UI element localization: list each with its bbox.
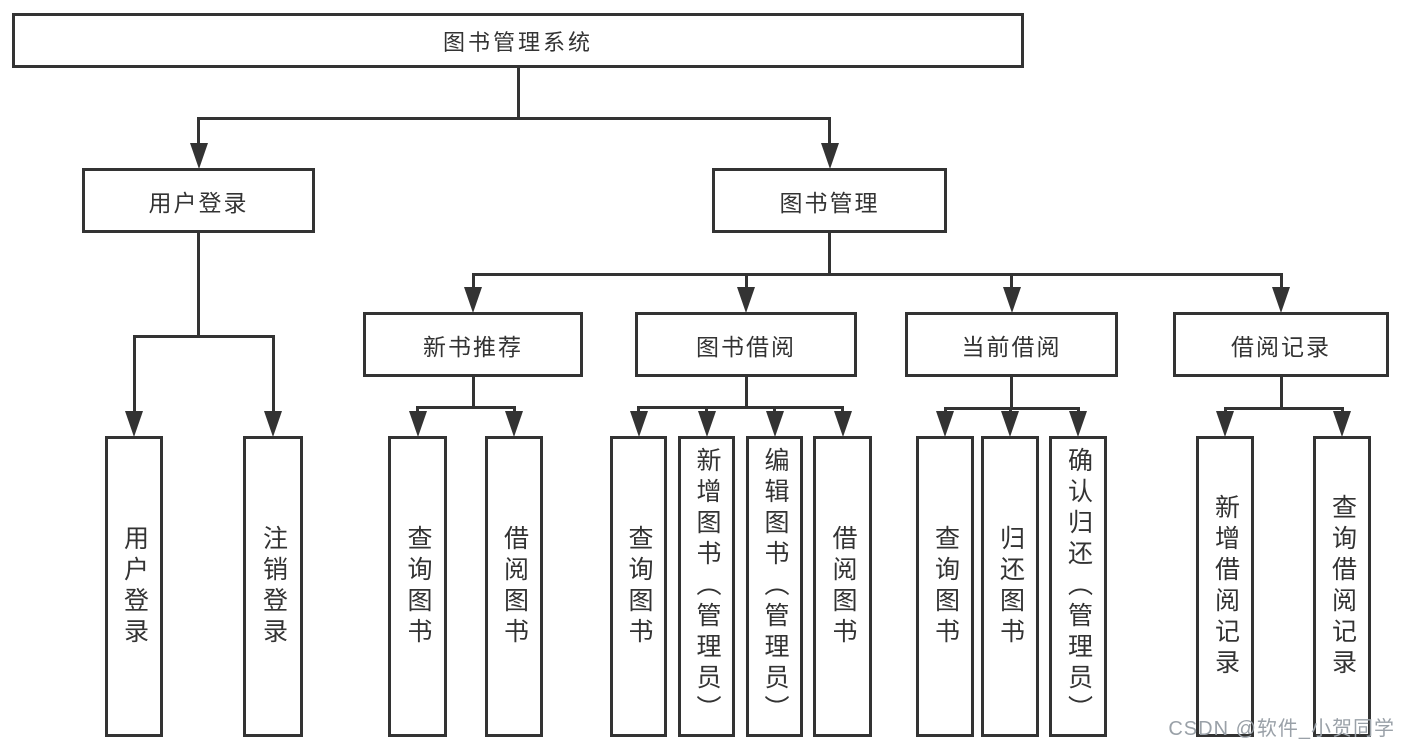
node-label-borrowing-records: 借阅记录 bbox=[1231, 333, 1331, 360]
arrow-stem bbox=[943, 407, 947, 414]
connector-rail bbox=[1223, 407, 1344, 410]
node-label-leaf-query-books-1: 查询图书 bbox=[404, 524, 432, 649]
node-leaf-user-login: 用户登录 bbox=[105, 436, 163, 737]
node-label-leaf-borrow-books-1: 借阅图书 bbox=[500, 524, 529, 649]
arrow-stem bbox=[773, 406, 776, 414]
arrow-stem bbox=[1340, 407, 1344, 414]
arrow-stem bbox=[197, 117, 200, 146]
node-leaf-return-book: 归还图书 bbox=[981, 436, 1039, 737]
node-current-borrowing: 当前借阅 bbox=[905, 312, 1118, 377]
node-borrowing-records: 借阅记录 bbox=[1173, 312, 1389, 377]
connector-rail bbox=[197, 117, 831, 120]
node-leaf-borrow-books-2: 借阅图书 bbox=[813, 436, 872, 737]
arrow-down-icon bbox=[1002, 287, 1021, 313]
node-label-leaf-add-book-admin: 新增图书（管理员） bbox=[693, 447, 721, 726]
arrow-stem bbox=[744, 273, 748, 290]
connector-rail bbox=[471, 273, 1283, 276]
arrow-down-icon bbox=[765, 411, 784, 437]
node-label-leaf-logout: 注销登录 bbox=[259, 524, 288, 649]
node-label-leaf-user-login: 用户登录 bbox=[120, 524, 149, 649]
connector-rail bbox=[132, 335, 275, 338]
connector-rail bbox=[637, 406, 844, 409]
arrow-down-icon bbox=[936, 411, 954, 437]
node-leaf-query-books-1: 查询图书 bbox=[388, 436, 447, 737]
arrow-down-icon bbox=[1333, 411, 1351, 437]
arrow-stem bbox=[512, 406, 516, 414]
node-label-user-login-group: 用户登录 bbox=[148, 189, 249, 216]
node-label-leaf-borrow-books-2: 借阅图书 bbox=[829, 524, 857, 649]
node-label-leaf-edit-book-admin: 编辑图书（管理员） bbox=[761, 447, 789, 726]
node-label-leaf-add-borrow-record: 新增借阅记录 bbox=[1211, 493, 1240, 680]
arrow-stem bbox=[271, 335, 275, 414]
connector-stem bbox=[1010, 377, 1013, 410]
node-leaf-query-books-3: 查询图书 bbox=[916, 436, 974, 737]
arrow-stem bbox=[841, 406, 844, 414]
connector-stem bbox=[471, 377, 475, 409]
node-label-leaf-query-borrow-record: 查询借阅记录 bbox=[1328, 493, 1357, 680]
node-leaf-add-book-admin: 新增图书（管理员） bbox=[678, 436, 735, 737]
node-label-leaf-return-book: 归还图书 bbox=[996, 524, 1025, 649]
arrow-down-icon bbox=[125, 411, 143, 437]
node-book-borrowing: 图书借阅 bbox=[635, 312, 857, 377]
node-label-book-management: 图书管理 bbox=[779, 189, 880, 216]
arrow-down-icon bbox=[737, 287, 755, 313]
node-label-new-book-recommend: 新书推荐 bbox=[423, 333, 523, 360]
connector-stem bbox=[828, 233, 831, 276]
node-label-current-borrowing: 当前借阅 bbox=[961, 333, 1062, 360]
arrow-down-icon bbox=[1001, 411, 1019, 437]
arrow-stem bbox=[471, 273, 475, 290]
arrow-down-icon bbox=[189, 143, 208, 169]
node-label-leaf-query-books-2: 查询图书 bbox=[625, 524, 653, 649]
arrow-down-icon bbox=[264, 411, 282, 437]
node-user-login-group: 用户登录 bbox=[82, 168, 315, 233]
arrow-stem bbox=[1279, 273, 1283, 290]
arrow-stem bbox=[132, 335, 136, 414]
arrow-down-icon bbox=[408, 411, 427, 437]
csdn-watermark: CSDN @软件_小贺同学 bbox=[1168, 718, 1395, 740]
connector-stem bbox=[1279, 377, 1283, 410]
arrow-stem bbox=[416, 406, 419, 414]
arrow-down-icon bbox=[820, 143, 839, 169]
arrow-stem bbox=[1010, 273, 1013, 290]
node-leaf-logout: 注销登录 bbox=[243, 436, 303, 737]
node-leaf-query-borrow-record: 查询借阅记录 bbox=[1313, 436, 1371, 737]
arrow-down-icon bbox=[1216, 411, 1234, 437]
arrow-stem bbox=[705, 406, 708, 414]
arrow-stem bbox=[1223, 407, 1227, 414]
connector-stem bbox=[197, 233, 200, 338]
arrow-down-icon bbox=[505, 411, 523, 437]
node-label-book-borrowing: 图书借阅 bbox=[696, 333, 796, 360]
node-leaf-borrow-books-1: 借阅图书 bbox=[485, 436, 543, 737]
node-book-management: 图书管理 bbox=[712, 168, 947, 233]
arrow-stem bbox=[1076, 407, 1080, 414]
connector-rail bbox=[416, 406, 516, 409]
node-root: 图书管理系统 bbox=[12, 13, 1024, 68]
node-label-leaf-confirm-return: 确认归还（管理员） bbox=[1064, 447, 1093, 726]
arrow-down-icon bbox=[833, 411, 852, 437]
node-label-leaf-query-books-3: 查询图书 bbox=[931, 524, 960, 649]
node-leaf-confirm-return: 确认归还（管理员） bbox=[1049, 436, 1107, 737]
arrow-down-icon bbox=[1069, 411, 1087, 437]
arrow-stem bbox=[828, 117, 831, 146]
arrow-down-icon bbox=[1272, 287, 1290, 313]
node-label-root: 图书管理系统 bbox=[442, 29, 593, 55]
arrow-stem bbox=[637, 406, 640, 414]
node-new-book-recommend: 新书推荐 bbox=[363, 312, 583, 377]
arrow-down-icon bbox=[629, 411, 648, 437]
arrow-stem bbox=[1008, 407, 1012, 414]
node-leaf-add-borrow-record: 新增借阅记录 bbox=[1196, 436, 1254, 737]
connector-rail bbox=[943, 407, 1080, 410]
node-leaf-edit-book-admin: 编辑图书（管理员） bbox=[746, 436, 803, 737]
arrow-down-icon bbox=[464, 287, 482, 313]
arrow-down-icon bbox=[697, 411, 716, 437]
node-leaf-query-books-2: 查询图书 bbox=[610, 436, 667, 737]
connector-stem bbox=[744, 377, 748, 409]
connector-stem bbox=[516, 68, 520, 120]
